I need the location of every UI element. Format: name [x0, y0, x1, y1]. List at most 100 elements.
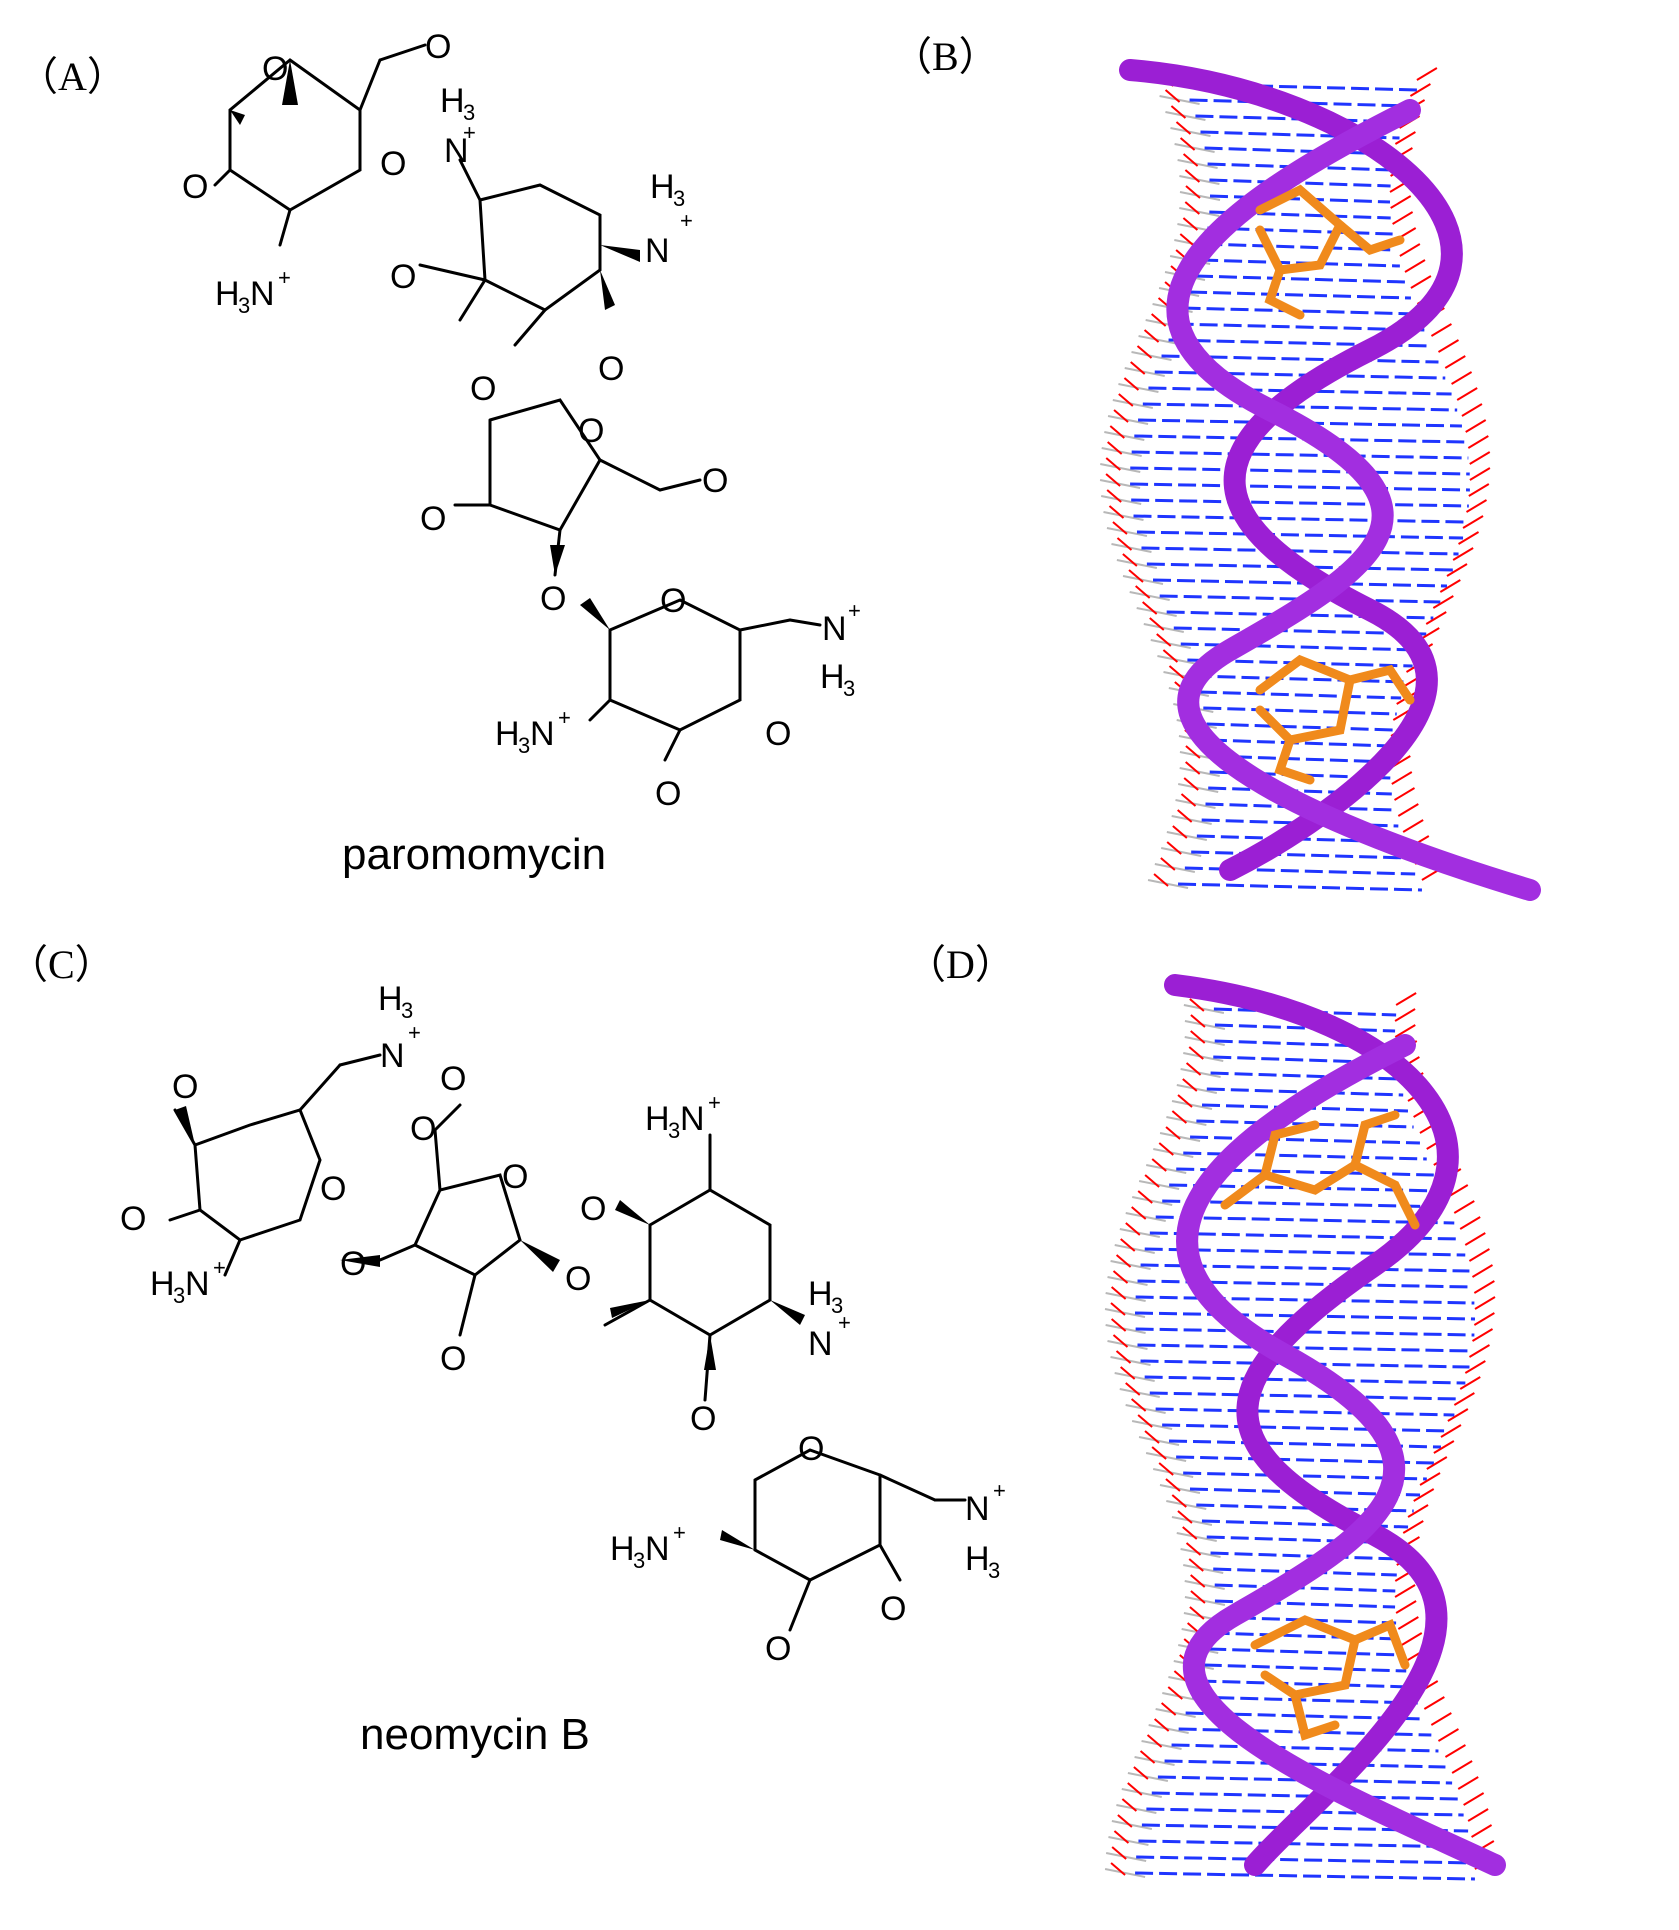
atom-h: H	[150, 1265, 175, 1303]
phosphate-bond	[1154, 1718, 1170, 1732]
phosphate-bond	[1185, 185, 1201, 199]
base-pair	[1136, 530, 1464, 540]
base-pair	[1134, 434, 1466, 444]
atom-o: O	[172, 1068, 198, 1106]
atom-o: O	[880, 1590, 906, 1628]
base-pair	[1214, 1583, 1396, 1593]
sugar-bond	[1146, 1164, 1187, 1174]
phosphate-bond	[1171, 1110, 1188, 1124]
sugar-bond	[1132, 1196, 1173, 1206]
phosphate-bond	[1468, 483, 1490, 497]
base-pair	[1200, 130, 1400, 140]
phosphate-bond	[1162, 649, 1179, 663]
base-pair	[1207, 226, 1393, 236]
phosphate-bond	[1461, 403, 1483, 417]
phosphate-bond	[1120, 1238, 1136, 1252]
base-pair	[1192, 1695, 1418, 1705]
phosphate-bond	[1179, 233, 1195, 247]
atom-o: O	[120, 1200, 146, 1238]
phosphate-bond	[1394, 1584, 1416, 1598]
phosphate-bond	[1459, 1216, 1481, 1230]
atom-h: H	[820, 658, 845, 696]
sugar-bond	[1179, 175, 1220, 185]
phosphate-bond	[1146, 1734, 1163, 1748]
phosphate-bond	[1467, 1808, 1489, 1822]
phosphate-bond	[1112, 521, 1128, 535]
phosphate-bond	[1444, 355, 1466, 369]
phosphate-bond	[1111, 1846, 1127, 1860]
phosphate-bond	[1404, 259, 1426, 273]
base-pair	[1203, 706, 1397, 716]
atom-o: O	[690, 1400, 716, 1438]
sub-3: 3	[518, 733, 530, 758]
sugar-bond	[1104, 1308, 1146, 1318]
sugar-bond	[1114, 1244, 1155, 1254]
phosphate-bond	[1464, 1232, 1486, 1246]
phosphate-bond	[1177, 809, 1193, 823]
sugar-bond	[1116, 1804, 1157, 1814]
sugar-bond	[1170, 127, 1211, 137]
phosphate-bond	[1128, 569, 1144, 583]
sub-3: 3	[843, 676, 855, 701]
phosphate-bond	[1151, 1446, 1167, 1460]
atom-o: O	[340, 1245, 366, 1283]
sugar-bond	[1166, 1500, 1207, 1510]
base-pair	[1155, 1407, 1455, 1417]
phosphate-bond	[1185, 1542, 1202, 1556]
phosphate-bond	[1182, 217, 1199, 231]
atom-n: N	[645, 232, 670, 270]
sugar-bond	[1184, 1036, 1225, 1046]
base-pair	[1208, 1647, 1402, 1657]
phosphate-bond	[1473, 1280, 1495, 1294]
sugar-bond	[1131, 351, 1172, 361]
phosphate-bond	[1451, 371, 1473, 385]
phosphate-bond	[1399, 243, 1421, 257]
sugar-bond	[1152, 1468, 1194, 1478]
phosphate-bond	[1468, 1344, 1490, 1358]
sugar-bond	[1125, 1212, 1166, 1222]
charge: +	[708, 1090, 721, 1115]
phosphate-bond	[1397, 1616, 1419, 1630]
atom-h: H	[965, 1540, 990, 1578]
sugar-bond	[1171, 815, 1212, 825]
phosphate-bond	[1112, 1270, 1129, 1284]
base-pair	[1190, 1135, 1420, 1145]
phosphate-bond	[1113, 409, 1129, 423]
sugar-bond	[1138, 1180, 1180, 1190]
phosphate-bond	[1105, 473, 1121, 487]
base-pair	[1206, 1535, 1404, 1545]
sugar-bond	[1110, 1356, 1151, 1366]
sugar-bond	[1177, 159, 1218, 169]
phosphate-bond	[1118, 393, 1134, 407]
phosphate-bond	[1437, 1728, 1459, 1742]
atom-o: O	[410, 1110, 436, 1148]
phosphate-bond	[1125, 1382, 1141, 1396]
phosphate-bond	[1168, 665, 1185, 679]
phosphate-bond	[1423, 1696, 1445, 1710]
base-pair	[1206, 722, 1394, 732]
base-pair	[1193, 674, 1407, 684]
backbone-strand-2	[1166, 99, 1541, 901]
phosphate-bond	[1409, 83, 1431, 97]
sugar-bond	[1166, 831, 1208, 841]
sugar-bond	[1171, 1100, 1213, 1110]
sugar-bond	[1159, 1132, 1201, 1142]
base-pair	[1136, 1855, 1474, 1865]
panel-label-c: （C）	[8, 942, 115, 987]
phosphate-bond	[1110, 1302, 1126, 1316]
charge: +	[558, 705, 571, 730]
phosphate-bond	[1425, 611, 1447, 625]
sugar-bond	[1176, 1532, 1217, 1542]
phosphate-bond	[1116, 537, 1133, 551]
atom-o: O	[655, 775, 681, 813]
phosphate-bond	[1167, 1686, 1183, 1700]
phosphate-bond	[1121, 1798, 1138, 1812]
base-pair	[1130, 482, 1470, 492]
rna-helix-paromomycin	[1099, 59, 1541, 901]
sugar-bond	[1138, 1436, 1180, 1446]
sugar-bond	[1157, 655, 1198, 665]
base-pair	[1171, 1743, 1439, 1753]
phosphate-bond	[1184, 169, 1201, 183]
sugar-bond	[1107, 415, 1149, 425]
sugar-bond	[1143, 623, 1184, 633]
